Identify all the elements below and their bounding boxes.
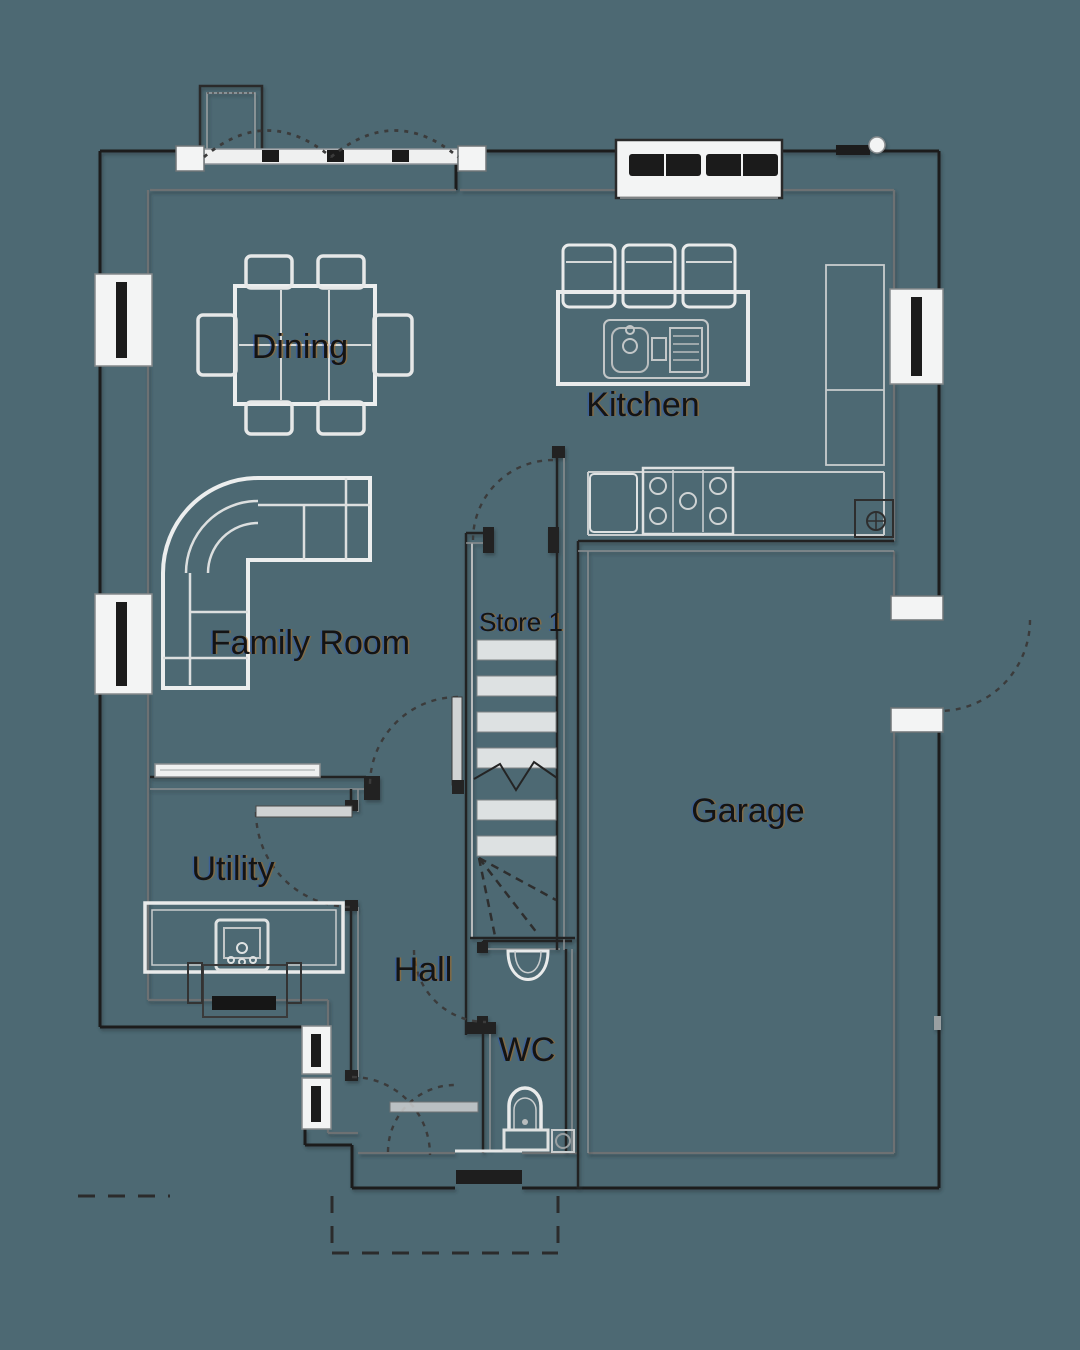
interior-walls [150, 446, 894, 1188]
porch-outline [78, 1194, 560, 1255]
door-swing-front [386, 1083, 456, 1153]
utility-counter [143, 901, 345, 974]
boiler [854, 499, 894, 538]
door-leaf-utility [255, 805, 353, 818]
window-sash [116, 602, 127, 686]
room-label-utility: Utility [191, 850, 274, 888]
room-label-dining: Dining [252, 328, 348, 366]
vent-pipe [868, 136, 886, 154]
window-sash [911, 297, 922, 376]
kitchen-hob-run [587, 466, 885, 536]
hall-door-mat [389, 1101, 479, 1113]
window-lobby-lower [301, 1077, 332, 1130]
furniture-family-room [154, 476, 372, 778]
doors [254, 458, 1032, 1156]
room-label-kitchen: Kitchen [586, 386, 699, 424]
hob-burners [649, 477, 727, 525]
dining-chairs [196, 254, 414, 436]
garage-door-jamb-bottom [890, 707, 944, 733]
room-label-store: Store 1 [479, 607, 563, 637]
corner-sofa [161, 476, 372, 690]
door-swing-family [368, 695, 459, 786]
front-door-leaf [456, 1170, 522, 1184]
door-swing-garage-ext [938, 619, 1032, 713]
door-leaves [255, 595, 944, 1184]
furniture-dining [196, 254, 414, 436]
window-sash [311, 1034, 321, 1067]
kitchen-tall-unit [825, 264, 885, 466]
window-lobby-upper [301, 1025, 332, 1075]
stairs-newel [466, 1022, 496, 1034]
vent-bar [836, 145, 870, 155]
wc-toilet [502, 1086, 550, 1152]
kitchen-sink [603, 319, 709, 379]
patio-jamb-left [175, 145, 205, 172]
room-labels: Dining Kitchen Family Room Store 1 Garag… [191, 328, 804, 1069]
windows [94, 138, 944, 1130]
room-label-family-room: Family Room [210, 624, 410, 662]
window-sash [311, 1086, 321, 1122]
garage-door-jamb-top [890, 595, 944, 621]
kitchen-cabinet [589, 473, 638, 533]
wc-basin [506, 949, 550, 981]
room-label-garage: Garage [691, 792, 804, 830]
furniture-wc [502, 949, 575, 1153]
stairs-direction-fan [477, 856, 557, 937]
utility-sink [214, 918, 270, 972]
window-left-dining [94, 273, 153, 367]
chimney-outer [198, 84, 264, 152]
window-right-kitchen [889, 288, 944, 385]
patio-door-swing [203, 129, 459, 159]
wall-bottom-outer [100, 1025, 939, 1190]
stairs [473, 639, 558, 937]
range-cooker [641, 466, 735, 536]
kitchen-counter [556, 290, 750, 386]
patio-doors [175, 129, 487, 172]
patio-jamb-right [457, 145, 487, 172]
door-post [364, 776, 380, 800]
window-bay-kitchen [614, 138, 784, 200]
window-sash [116, 282, 127, 358]
door-swing-side [351, 1075, 432, 1156]
right-wall-tick [934, 1016, 941, 1030]
door-swing-wc [412, 949, 487, 1024]
wc-soil-pipe [551, 1129, 575, 1153]
window-left-family [94, 593, 153, 695]
room-label-wc: WC [499, 1031, 556, 1069]
chimney-inner [206, 92, 256, 152]
furniture-kitchen [556, 243, 894, 538]
furniture-utility [143, 901, 345, 1018]
stairs-break-line [473, 760, 558, 792]
door-leaf-family [451, 696, 463, 786]
room-label-hall: Hall [394, 951, 453, 989]
kitchen-chairs [561, 243, 737, 309]
washing-machine [187, 962, 302, 1018]
